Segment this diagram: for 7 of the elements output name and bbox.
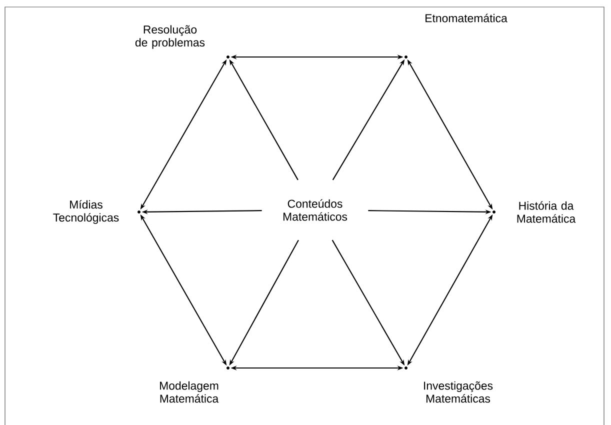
vertex-label: Investigações Matemáticas (424, 381, 493, 403)
vertex-label: Mídias Tecnológicas (53, 200, 119, 224)
vertex-label: Modelagem Matemática (160, 381, 219, 403)
vertex-label: História da Matemática (517, 201, 576, 223)
vertex-label: Etnomatemática (426, 14, 508, 22)
vertex-label: Resolução de problemas (135, 25, 205, 49)
center-label: Conteúdos Matemáticos (283, 199, 348, 221)
